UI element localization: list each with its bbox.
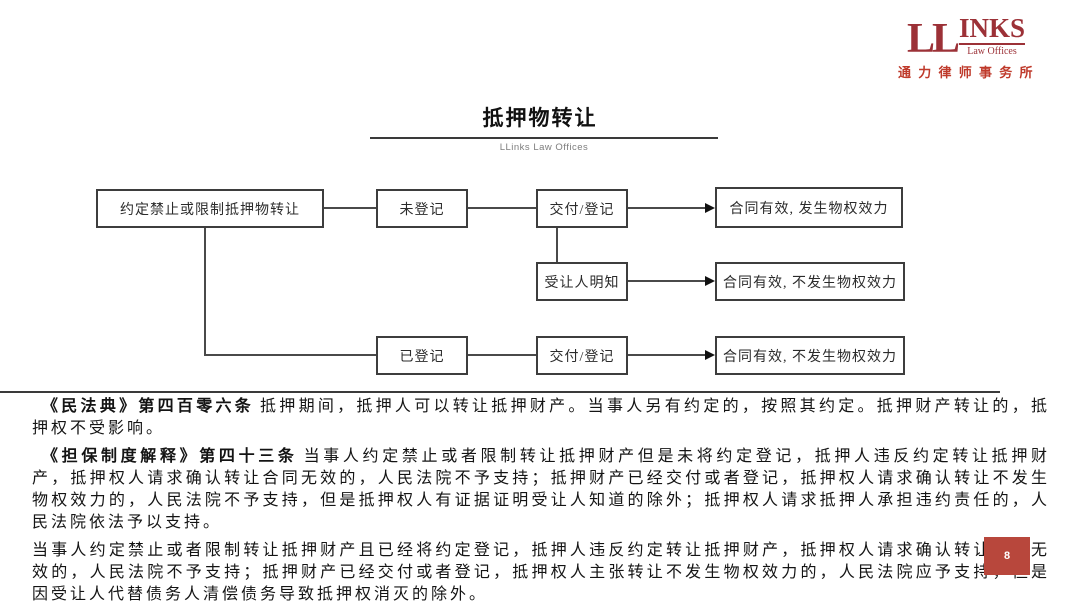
connector-restrict-to-notregistered	[324, 207, 376, 209]
connector-notregistered-to-delivery	[468, 207, 536, 209]
paragraph-body: 当事人约定禁止或者限制转让抵押财产但是未将约定登记，抵押人违反约定转让抵押财产，…	[32, 448, 1050, 531]
paragraph-lead: 《担保制度解释》第四十三条	[42, 448, 298, 465]
legal-text-block: 《民法典》第四百零六条抵押期间，抵押人可以转让抵押财产。当事人另有约定的，按照其…	[32, 396, 1050, 608]
flow-node-result-valid-not-effective-2: 合同有效, 不发生物权效力	[715, 336, 905, 375]
flow-node-restrict-agreement: 约定禁止或限制抵押物转让	[96, 189, 324, 228]
flow-node-label: 受让人明知	[544, 275, 620, 291]
flow-node-label: 已登记	[399, 349, 445, 365]
connector-transferee-to-result2	[628, 280, 707, 282]
logo-law-offices: Law Offices	[959, 42, 1026, 57]
paragraph-registered-case: 当事人约定禁止或者限制转让抵押财产且已经将约定登记，抵押人违反约定转让抵押财产，…	[32, 540, 1050, 606]
arrow-head-result1	[705, 203, 715, 213]
flow-node-delivery-registration-2: 交付/登记	[536, 336, 628, 375]
flow-node-delivery-registration-1: 交付/登记	[536, 189, 628, 228]
flow-node-registered: 已登记	[376, 336, 468, 375]
flow-node-label: 合同有效, 不发生物权效力	[723, 349, 897, 365]
connector-delivery-to-result1	[628, 207, 707, 209]
flow-node-label: 合同有效, 发生物权效力	[729, 201, 889, 217]
connector-delivery-to-transferee	[556, 228, 558, 262]
flow-node-transferee-knows: 受让人明知	[536, 262, 628, 301]
page-title: 抵押物转让	[482, 107, 598, 130]
paragraph-guarantee-interpretation: 《担保制度解释》第四十三条当事人约定禁止或者限制转让抵押财产但是未将约定登记，抵…	[32, 446, 1050, 534]
section-divider	[0, 391, 1000, 393]
paragraph-civil-code: 《民法典》第四百零六条抵押期间，抵押人可以转让抵押财产。当事人另有约定的，按照其…	[32, 396, 1050, 440]
llinks-logo: LL INKS Law Offices 通 力 律 师 事 务 所	[898, 13, 1035, 81]
paragraph-body: 抵押期间，抵押人可以转让抵押财产。当事人另有约定的，按照其约定。抵押财产转让的，…	[32, 398, 1050, 437]
flow-node-label: 合同有效, 不发生物权效力	[723, 275, 897, 291]
flow-node-result-valid-effective: 合同有效, 发生物权效力	[715, 187, 903, 228]
paragraph-body: 当事人约定禁止或者限制转让抵押财产且已经将约定登记，抵押人违反约定转让抵押财产，…	[32, 542, 1050, 603]
logo-wordmark: LL INKS Law Offices	[898, 13, 1034, 63]
connector-registered-to-delivery2	[468, 354, 536, 356]
flow-node-not-registered: 未登记	[376, 189, 468, 228]
logo-chinese-name: 通 力 律 师 事 务 所	[898, 64, 1035, 80]
connector-restrict-down	[204, 228, 206, 356]
connector-down-to-registered	[204, 354, 376, 356]
arrow-head-result2	[705, 276, 715, 286]
title-underline	[370, 137, 718, 139]
paragraph-lead: 《民法典》第四百零六条	[42, 398, 255, 415]
flow-node-label: 交付/登记	[549, 349, 615, 365]
arrow-head-result3	[705, 350, 715, 360]
page-number-badge: 8	[984, 537, 1030, 575]
flow-node-label: 交付/登记	[549, 202, 615, 218]
flow-node-label: 未登记	[399, 202, 445, 218]
connector-delivery2-to-result3	[628, 354, 707, 356]
logo-inks: INKS	[959, 13, 1026, 43]
flow-node-label: 约定禁止或限制抵押物转让	[120, 202, 300, 218]
page-number: 8	[1003, 550, 1011, 562]
flow-node-result-valid-not-effective-1: 合同有效, 不发生物权效力	[715, 262, 905, 301]
title-subtitle: LLinks Law Offices	[499, 142, 589, 153]
logo-ll: LL	[906, 16, 960, 63]
